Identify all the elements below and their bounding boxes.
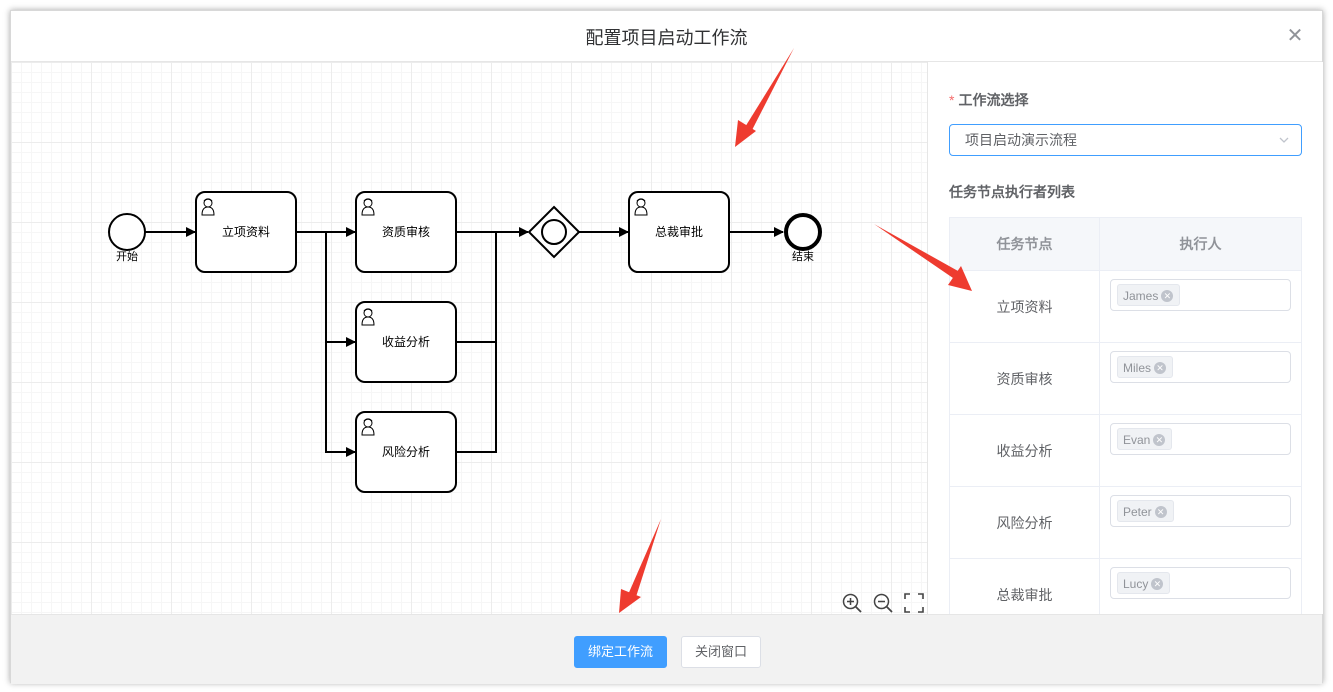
table-header-row: 任务节点 执行人 [949,217,1302,271]
workflow-label-text: 工作流选择 [958,92,1029,108]
assignee-name: Evan [1123,432,1151,447]
required-mark: * [949,92,955,108]
assignee-select[interactable]: James✕ [1110,278,1291,311]
task-label: 总裁审批 [655,224,703,239]
assignee-cell: Miles✕ [1099,342,1302,415]
start-event[interactable] [108,213,146,251]
assignee-name: James [1123,288,1159,303]
assignee-name: Miles [1123,360,1152,375]
bind-workflow-button[interactable]: 绑定工作流 [574,636,667,668]
table-row: 资质审核 Miles✕ [949,342,1302,415]
fit-screen-icon[interactable] [903,592,925,614]
task-label: 风险分析 [382,444,430,459]
close-window-button[interactable]: 关闭窗口 [681,636,761,668]
workflow-select-label: *工作流选择 [949,90,1028,110]
dialog-header: 配置项目启动工作流 ✕ [11,11,1322,62]
tag-close-icon[interactable]: ✕ [1151,577,1164,590]
task-node[interactable]: 总裁审批 [628,191,730,273]
assignee-tag: Evan✕ [1117,427,1173,450]
assignee-select[interactable]: Evan✕ [1110,422,1291,455]
task-node-cell: 立项资料 [949,270,1100,343]
column-header-assignee: 执行人 [1099,217,1302,271]
workflow-config-dialog: 配置项目启动工作流 ✕ [10,10,1323,684]
assignee-list-title: 任务节点执行者列表 [949,184,1075,200]
close-icon[interactable]: ✕ [1286,25,1304,47]
assignee-cell: Peter✕ [1099,486,1302,559]
task-node[interactable]: 资质审核 [355,191,457,273]
tag-close-icon[interactable]: ✕ [1154,361,1167,374]
start-label: 开始 [116,249,138,263]
assignee-tag: Lucy✕ [1117,571,1171,594]
column-header-task: 任务节点 [949,217,1100,271]
assignee-select[interactable]: Lucy✕ [1110,566,1291,599]
task-node-cell: 风险分析 [949,486,1100,559]
chevron-down-icon [1279,137,1289,143]
task-node[interactable]: 收益分析 [355,301,457,383]
task-node-cell: 收益分析 [949,414,1100,487]
assignee-table: 任务节点 执行人 立项资料 James✕ 资质审核 Miles✕ 收益分析 Ev… [949,217,1302,614]
end-label: 结束 [792,250,814,263]
table-row: 风险分析 Peter✕ [949,486,1302,559]
sequence-flows [145,227,784,457]
bpmn-diagram: 开始 立项资料 资质审核 收益分析 [108,191,822,493]
assignee-name: Lucy [1123,576,1149,591]
task-label: 资质审核 [382,224,430,239]
dialog-footer: 绑定工作流 关闭窗口 [11,614,1322,684]
assignee-select[interactable]: Miles✕ [1110,350,1291,383]
zoom-out-icon[interactable] [872,592,894,614]
workflow-select[interactable]: 项目启动演示流程 [949,124,1302,156]
table-row: 立项资料 James✕ [949,270,1302,343]
workflow-side-panel: *工作流选择 项目启动演示流程 任务节点执行者列表 任务节点 执行人 立项资料 … [927,62,1323,614]
task-label: 收益分析 [382,335,430,349]
assignee-tag: James✕ [1117,283,1181,306]
table-row: 收益分析 Evan✕ [949,414,1302,487]
task-node-cell: 资质审核 [949,342,1100,415]
tag-close-icon[interactable]: ✕ [1161,289,1174,302]
zoom-toolbar [841,592,925,614]
dialog-title: 配置项目启动工作流 [585,28,748,48]
workflow-select-value: 项目启动演示流程 [965,132,1077,148]
task-node[interactable]: 风险分析 [355,411,457,493]
parallel-gateway[interactable] [527,205,581,259]
assignee-cell: James✕ [1099,270,1302,343]
assignee-name: Peter [1123,504,1152,519]
task-node[interactable]: 立项资料 [195,191,297,273]
task-label: 立项资料 [222,224,270,239]
tag-close-icon[interactable]: ✕ [1154,505,1167,518]
assignee-select[interactable]: Peter✕ [1110,494,1291,527]
zoom-in-icon[interactable] [841,592,863,614]
assignee-tag: Peter✕ [1117,499,1174,522]
tag-close-icon[interactable]: ✕ [1153,433,1166,446]
assignee-cell: Evan✕ [1099,414,1302,487]
bpmn-canvas[interactable]: 开始 立项资料 资质审核 收益分析 [11,62,927,614]
task-node-cell: 总裁审批 [949,558,1100,614]
assignee-tag: Miles✕ [1117,355,1174,378]
end-event[interactable] [784,213,822,251]
table-row: 总裁审批 Lucy✕ [949,558,1302,614]
assignee-cell: Lucy✕ [1099,558,1302,614]
